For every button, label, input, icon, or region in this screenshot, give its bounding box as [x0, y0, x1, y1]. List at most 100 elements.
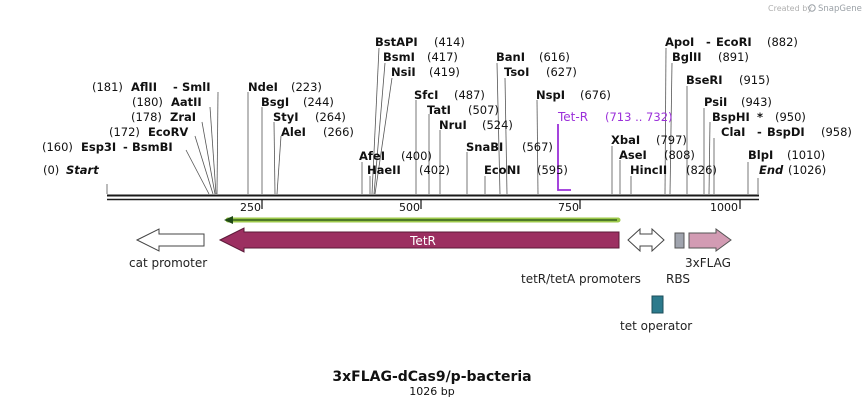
axis-tick-label: 500	[399, 201, 420, 214]
enzyme-label: EcoNI	[484, 163, 520, 177]
enzyme-label: NruI	[439, 118, 467, 132]
3xflag-tag-arrow	[688, 228, 732, 252]
enzyme-position: (400)	[401, 149, 432, 163]
primer-tet-r: Tet-R (713 .. 732)	[557, 110, 673, 191]
feature-label: 3xFLAG	[685, 256, 731, 270]
enzyme-position: (915)	[739, 73, 770, 87]
enzyme-position: (178)	[131, 110, 162, 124]
enzyme-separator: -	[706, 35, 711, 49]
enzyme-position: (797)	[656, 133, 687, 147]
enzyme-leader-lines	[106, 47, 759, 195]
primer-arrow	[557, 124, 571, 191]
enzyme-position: (958)	[821, 125, 852, 139]
enzyme-label: AatII	[171, 95, 202, 109]
enzyme-position: (172)	[109, 125, 140, 139]
snapgene-credit: Created by SnapGene	[768, 4, 862, 14]
enzyme-label: BlpI	[748, 148, 773, 162]
enzyme-position: (264)	[315, 110, 346, 124]
enzyme-position: (943)	[741, 95, 772, 109]
cat-promoter-arrow	[135, 228, 205, 252]
enzyme-position: (160)	[42, 140, 73, 154]
enzyme-label: AflII	[131, 80, 157, 94]
enzyme-position: (627)	[546, 65, 577, 79]
enzyme-label: NsiI	[391, 65, 416, 79]
enzyme-label: BsmI	[383, 50, 415, 64]
enzyme-label: EcoRV	[148, 125, 188, 139]
snapgene-logo-icon	[808, 4, 816, 12]
enzyme-position: (882)	[767, 35, 798, 49]
enzyme-labels: (0) Start (160) Esp3I - BsmBI (172) EcoR…	[42, 35, 852, 177]
enzyme-position: (567)	[522, 140, 553, 154]
enzyme-position: (808)	[664, 148, 695, 162]
enzyme-label: TsoI	[504, 65, 529, 79]
enzyme-position: (402)	[419, 163, 450, 177]
enzyme-position: (1026)	[788, 163, 826, 177]
enzyme-position: (950)	[775, 110, 806, 124]
enzyme-label: SfcI	[414, 88, 438, 102]
enzyme-position: (487)	[454, 88, 485, 102]
enzyme-position: (676)	[580, 88, 611, 102]
enzyme-label: ApoI	[665, 35, 694, 49]
enzyme-label: HincII	[630, 163, 667, 177]
enzyme-label: Esp3I	[81, 140, 116, 154]
enzyme-position: (524)	[482, 118, 513, 132]
enzyme-label: NdeI	[248, 80, 278, 94]
tetr-cds-arrow	[218, 227, 620, 253]
enzyme-position: (0)	[43, 163, 59, 177]
enzyme-label: BseRI	[686, 73, 723, 87]
enzyme-position: (616)	[539, 50, 570, 64]
enzyme-label: XbaI	[611, 133, 640, 147]
enzyme-label: TatI	[427, 103, 451, 117]
enzyme-mark: *	[757, 110, 763, 124]
enzyme-position: (181)	[92, 80, 123, 94]
enzyme-position: (414)	[434, 35, 465, 49]
primer-name: Tet-R	[557, 110, 588, 124]
enzyme-label: BsmBI	[132, 140, 173, 154]
enzyme-position: (244)	[303, 95, 334, 109]
feature-label: tetR/tetA promoters	[521, 272, 641, 286]
axis-tick-label: 250	[240, 201, 261, 214]
enzyme-label: AseI	[619, 148, 647, 162]
enzyme-position: (180)	[132, 95, 163, 109]
plasmid-name: 3xFLAG-dCas9/p-bacteria	[332, 369, 531, 385]
feature-label: RBS	[666, 272, 690, 286]
enzyme-label: PsiI	[704, 95, 727, 109]
sequence-backbone	[107, 194, 759, 201]
enzyme-position: (1010)	[787, 148, 825, 162]
enzyme-position: (266)	[323, 125, 354, 139]
enzyme-label: BsgI	[261, 95, 289, 109]
enzyme-label: BanI	[496, 50, 525, 64]
start-marker: Start	[66, 163, 99, 177]
tetr-teta-promoters-arrow	[627, 227, 665, 253]
credit-brand: SnapGene	[818, 4, 862, 14]
rbs-box	[674, 232, 685, 249]
enzyme-label: AleI	[281, 125, 306, 139]
enzyme-label: BspHI	[712, 110, 750, 124]
enzyme-separator: -	[173, 80, 178, 94]
feature-label: tet operator	[620, 319, 692, 333]
enzyme-label: HaeII	[367, 163, 401, 177]
enzyme-separator: -	[123, 140, 128, 154]
enzyme-label: BspDI	[767, 125, 805, 139]
plasmid-length: 1026 bp	[409, 385, 454, 398]
enzyme-position: (223)	[291, 80, 322, 94]
axis-tick-label: 1000	[710, 201, 738, 214]
credit-prefix: Created by	[768, 4, 812, 13]
enzyme-position: (891)	[718, 50, 749, 64]
enzyme-position: (417)	[427, 50, 458, 64]
enzyme-label: NspI	[536, 88, 565, 102]
enzyme-label: BstAPI	[375, 35, 418, 49]
enzyme-label: AfeI	[359, 149, 385, 163]
enzyme-position: (419)	[429, 65, 460, 79]
enzyme-label: StyI	[273, 110, 299, 124]
axis: 250 500 750 1000	[240, 199, 741, 214]
feature-label: cat promoter	[129, 256, 207, 270]
orf-arrow	[224, 216, 621, 224]
enzyme-label: SnaBI	[466, 140, 503, 154]
axis-tick-label: 750	[558, 201, 579, 214]
primer-range: (713 .. 732)	[605, 110, 673, 124]
end-marker: End	[759, 163, 784, 177]
enzyme-separator: -	[757, 125, 762, 139]
feature-label: TetR	[409, 234, 436, 248]
